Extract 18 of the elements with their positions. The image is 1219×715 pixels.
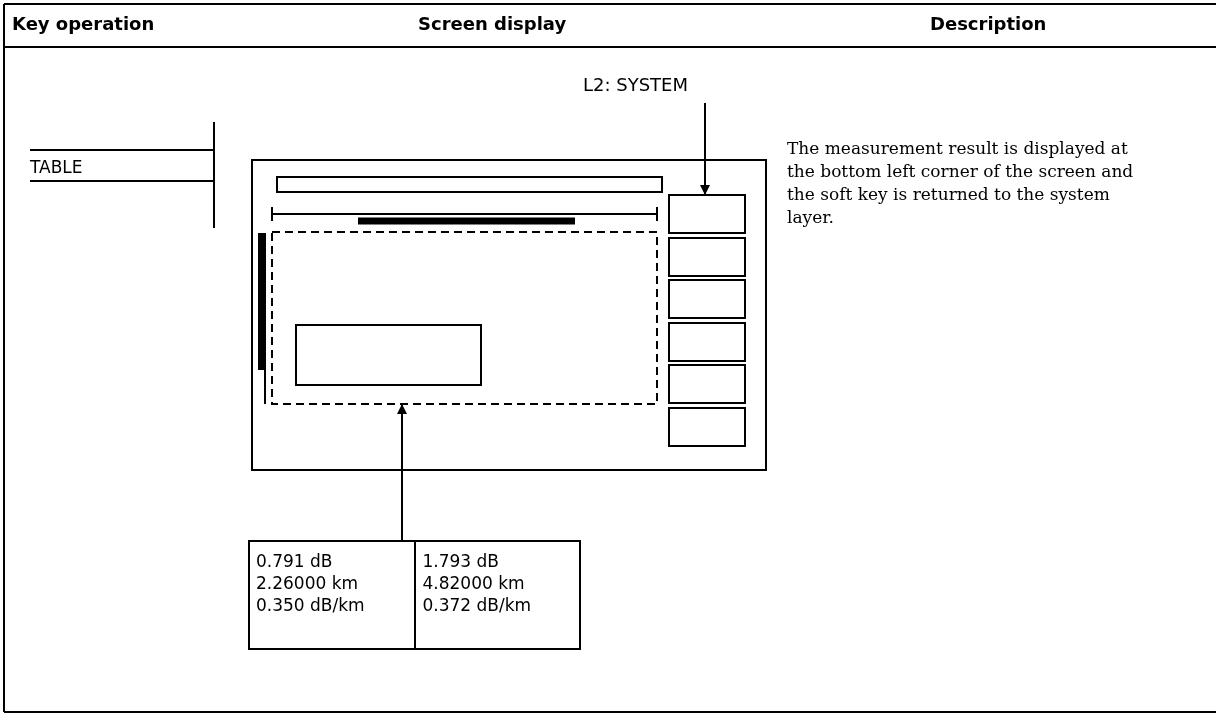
table-cell: 1.793 dB 4.82000 km 0.372 dB/km xyxy=(414,542,579,648)
result-values-table xyxy=(248,540,581,650)
soft-key xyxy=(668,321,746,362)
key-label: TABLE xyxy=(30,157,83,177)
column-header: Screen display xyxy=(418,13,567,34)
column-header: Description xyxy=(930,13,1047,34)
result-window xyxy=(295,324,482,386)
arrow xyxy=(397,404,407,541)
soft-key xyxy=(668,279,746,319)
soft-key xyxy=(668,194,746,234)
soft-key xyxy=(668,364,746,404)
soft-key xyxy=(668,406,746,447)
description-text: The measurement result is displayed at the bottom left corner of the screen and the soft key is returned to the system layer. xyxy=(787,137,1135,229)
table-cell-text: 0.791 dB 2.26000 km 0.350 dB/km xyxy=(255,550,366,617)
callout-label: L2: SYSTEM xyxy=(583,74,718,100)
arrow xyxy=(700,102,710,195)
column-header: Key operation xyxy=(12,13,155,34)
soft-key xyxy=(668,236,746,277)
